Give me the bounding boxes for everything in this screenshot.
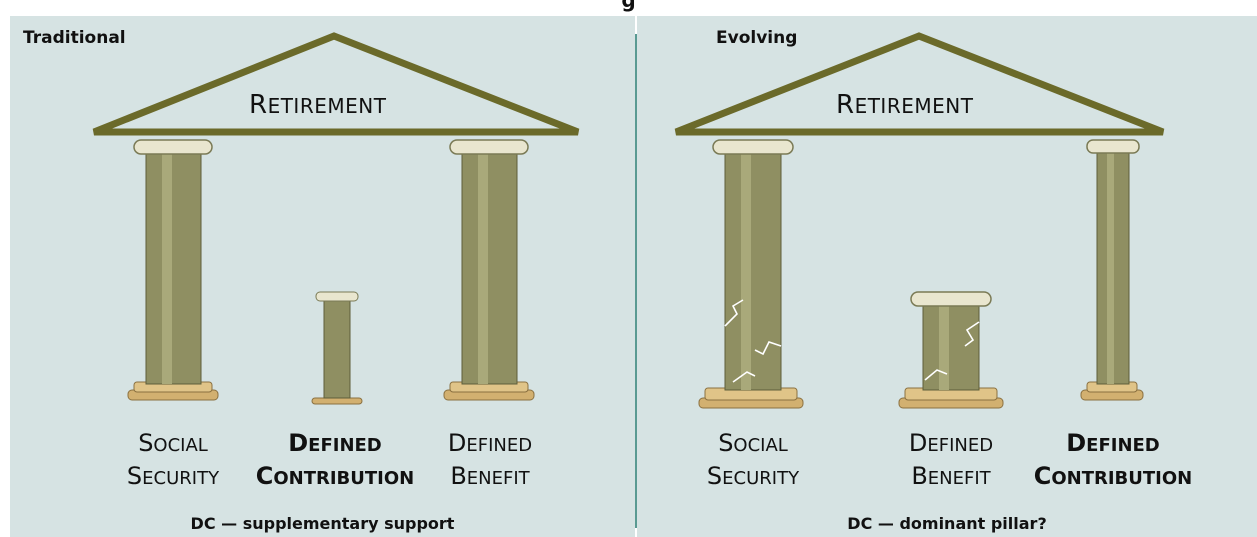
- roof-pediment: [674, 32, 1165, 136]
- caption: DC — supplementary support: [190, 514, 455, 533]
- pillar-label-defined-benefit: DEFINED BENEFIT: [908, 429, 994, 490]
- temple-illustration: [674, 32, 1165, 409]
- crack: [724, 299, 744, 327]
- pillar-defined-contribution: [311, 291, 363, 405]
- crack: [964, 321, 980, 347]
- pillar-defined-benefit: [443, 139, 535, 401]
- pillar-social-security: [127, 139, 219, 401]
- roof-label-retirement: RETIREMENT: [836, 90, 974, 120]
- temple-illustration: [92, 32, 580, 405]
- panel-heading: Evolving: [716, 28, 798, 48]
- panel-traditional: Traditional RETIREMENT SOCIA: [10, 16, 635, 537]
- pillar-label-social-security: SOCIAL SECURITY: [126, 429, 220, 490]
- caption: DC — dominant pillar?: [847, 514, 1047, 533]
- roof-pediment: [92, 32, 580, 136]
- roof-label-retirement: RETIREMENT: [249, 90, 387, 120]
- top-strip: g: [0, 0, 1257, 16]
- panel-evolving: Evolving: [637, 16, 1257, 537]
- pillar-social-security: [698, 139, 804, 409]
- crack: [924, 369, 948, 381]
- pillar-label-social-security: SOCIAL SECURITY: [706, 429, 800, 490]
- pillar-label-defined-contribution: DEFINED CONTRIBUTION: [1033, 429, 1193, 490]
- crack: [732, 371, 756, 383]
- crack: [754, 341, 782, 356]
- page-title: g: [621, 0, 636, 12]
- pillar-label-defined-benefit: DEFINED BENEFIT: [447, 429, 533, 490]
- pillar-label-defined-contribution: DEFINED CONTRIBUTION: [255, 429, 415, 490]
- pillar-defined-benefit: [898, 291, 1004, 409]
- panel-heading: Traditional: [23, 28, 126, 48]
- panel-divider: [635, 34, 637, 528]
- pillar-defined-contribution: [1080, 139, 1144, 401]
